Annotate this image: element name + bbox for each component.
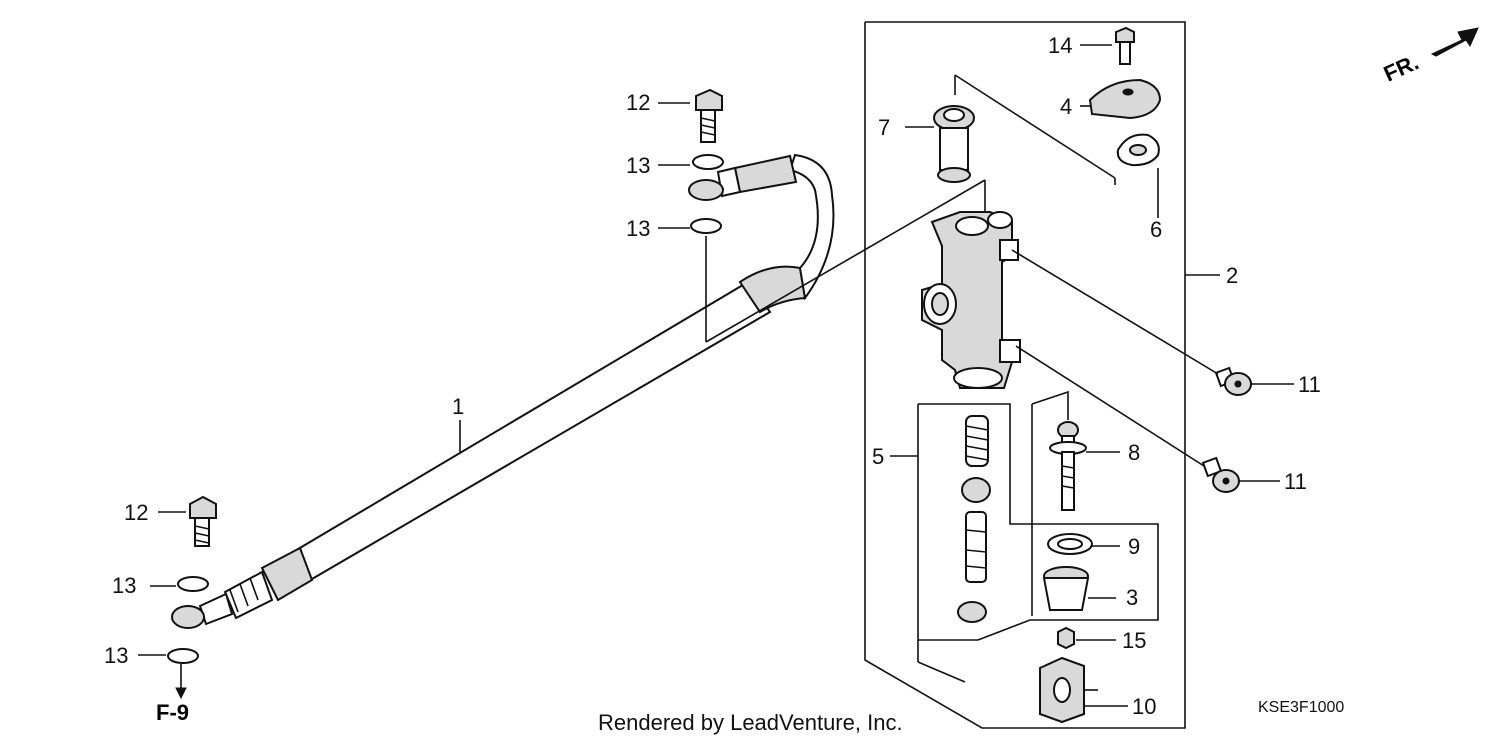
reservoir-cap[interactable] <box>1088 78 1162 120</box>
callout-13-upper-2: 13 <box>626 216 650 241</box>
callout-9: 9 <box>1128 534 1140 559</box>
joint-nut[interactable] <box>1057 626 1075 650</box>
lower-sealing-washer-2[interactable] <box>167 648 199 664</box>
piston[interactable] <box>965 511 987 583</box>
callout-15: 15 <box>1122 628 1146 653</box>
arrow-right-icon <box>1430 27 1479 57</box>
callout-13-upper-1: 13 <box>626 153 650 178</box>
callout-12-upper: 12 <box>626 90 650 115</box>
upper-sealing-washer-1[interactable] <box>692 154 724 170</box>
lower-banjo-fitting[interactable] <box>171 605 205 629</box>
secondary-cup[interactable] <box>957 601 987 623</box>
callout-6: 6 <box>1150 217 1162 242</box>
callout-5: 5 <box>872 444 884 469</box>
callout-13-lower-2: 13 <box>104 643 128 668</box>
front-indicator: FR. <box>1380 49 1423 86</box>
upper-banjo-bolt[interactable] <box>695 88 723 143</box>
upper-banjo-fitting[interactable] <box>688 179 724 201</box>
primary-cup[interactable] <box>961 477 991 503</box>
callout-13-lower-1: 13 <box>112 573 136 598</box>
callout-8: 8 <box>1128 440 1140 465</box>
callout-3: 3 <box>1126 585 1138 610</box>
lower-sealing-washer-1[interactable] <box>177 576 209 592</box>
mounting-bolt-upper[interactable] <box>1214 366 1252 396</box>
callout-4: 4 <box>1060 94 1072 119</box>
callout-1: 1 <box>452 394 464 419</box>
callout-2: 2 <box>1226 263 1238 288</box>
push-rod[interactable] <box>1049 421 1087 511</box>
arrow-down-icon <box>175 687 187 700</box>
reservoir-joint[interactable] <box>933 105 975 183</box>
callout-11-lower: 11 <box>1284 469 1307 494</box>
piston-spring[interactable] <box>965 415 989 467</box>
mounting-bolt-lower[interactable] <box>1201 456 1240 493</box>
push-rod-boot[interactable] <box>1042 566 1090 611</box>
brake-hose[interactable] <box>198 153 835 626</box>
callout-12-lower: 12 <box>124 500 148 525</box>
callout-11-upper: 11 <box>1298 372 1321 397</box>
callout-14: 14 <box>1048 33 1072 58</box>
render-credit: Rendered by LeadVenture, Inc. <box>598 710 903 735</box>
page-reference[interactable]: F-9 <box>156 700 189 725</box>
push-rod-joint[interactable] <box>1039 656 1098 724</box>
assembly-outline <box>864 21 1186 729</box>
piston-set-outline <box>917 403 1159 683</box>
diagram-code: KSE3F1000 <box>1258 699 1344 716</box>
reservoir-screw[interactable] <box>1115 26 1135 65</box>
front-direction-arrow: FR. <box>1380 27 1479 87</box>
lower-banjo-bolt[interactable] <box>189 495 217 547</box>
callout-10: 10 <box>1132 694 1156 719</box>
leader-hose-to-cylinder <box>705 179 986 343</box>
callout-7: 7 <box>878 115 890 140</box>
master-cylinder-body[interactable] <box>921 211 1021 389</box>
upper-sealing-washer-2[interactable] <box>690 218 722 234</box>
